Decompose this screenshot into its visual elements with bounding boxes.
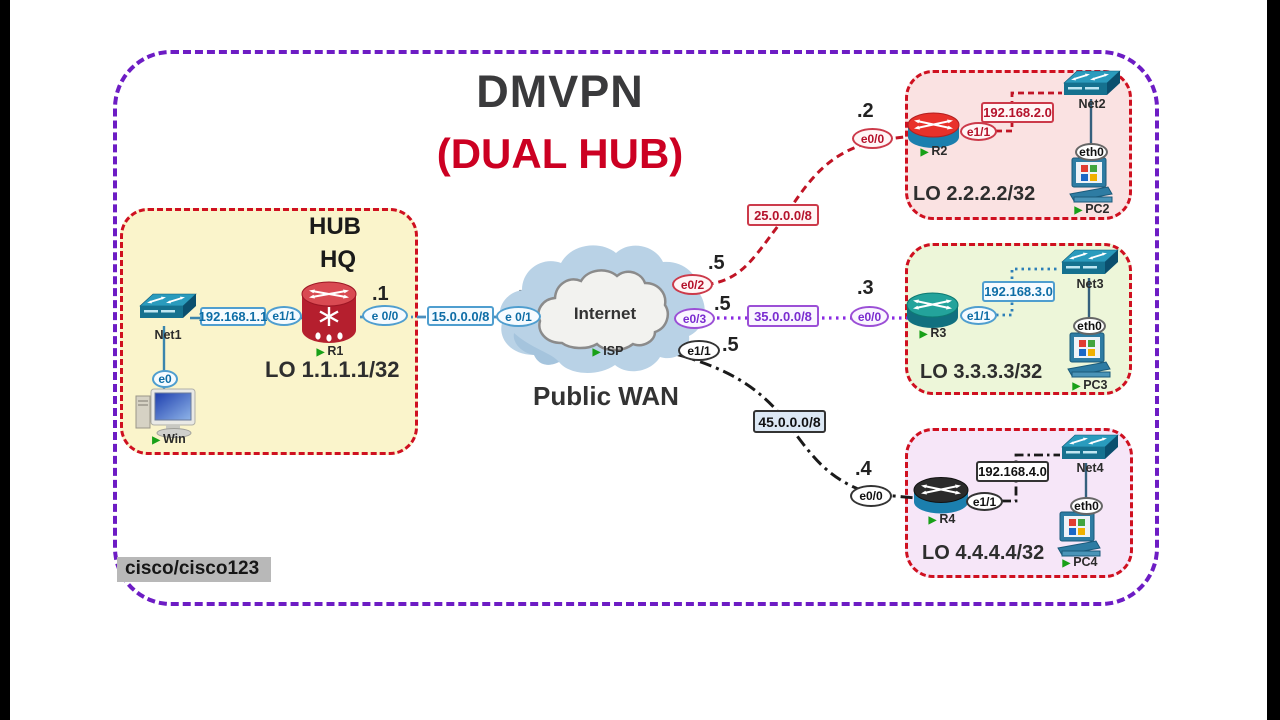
pc4-port-eth0: eth0 [1070, 497, 1103, 515]
isp-octet-r2: .5 [708, 252, 725, 274]
net1-label: Net1 [154, 328, 182, 342]
play-icon: ▶ [316, 347, 325, 358]
pc2-label: ▶PC2 [1074, 202, 1110, 216]
page-subtitle: (DUAL HUB) [436, 130, 684, 177]
right-edge-bar [1267, 0, 1280, 720]
isp-label: ▶ISP [592, 344, 624, 358]
switch-icon [1061, 249, 1119, 274]
r1-loopback-label: LO 1.1.1.1/32 [265, 357, 400, 382]
r2-wan-octet: .2 [857, 100, 874, 122]
transit-net-45-label: 45.0.0.0/8 [753, 410, 826, 433]
internet-cloud-icon [499, 245, 705, 373]
transit-net-25-label: 25.0.0.0/8 [747, 204, 819, 226]
page-title: DMVPN [476, 66, 644, 117]
play-icon: ▶ [1074, 205, 1083, 216]
play-icon: ▶ [1062, 558, 1071, 569]
pc3-port-eth0: eth0 [1073, 317, 1106, 335]
r4-port-e1-1: e1/1 [966, 492, 1003, 511]
isp-octet-r4: .5 [722, 334, 739, 356]
r1-port-e0-0: e 0/0 [362, 305, 408, 326]
r3-wan-octet: .3 [857, 277, 874, 299]
internet-label: Internet [573, 304, 637, 323]
r2-label: ▶R2 [920, 144, 948, 158]
play-icon: ▶ [152, 435, 160, 446]
pc2-port-eth0: eth0 [1075, 143, 1108, 161]
credentials-label: cisco/cisco123 [117, 557, 272, 582]
play-icon: ▶ [928, 515, 937, 526]
r3-loopback-label: LO 3.3.3.3/32 [920, 361, 1043, 383]
hub-heading-1: HUB [309, 213, 361, 240]
r4-loopback-label: LO 4.4.4.4/32 [922, 542, 1045, 564]
net3-label: Net3 [1076, 277, 1104, 291]
play-icon: ▶ [1072, 381, 1081, 392]
win-port-e0: e0 [152, 370, 178, 388]
public-wan-caption: Public WAN [533, 381, 679, 411]
isp-port-e1-1: e1/1 [678, 340, 720, 361]
isp-port-e0-1: e 0/1 [496, 306, 541, 327]
r4-port-e0-0: e0/0 [850, 485, 892, 507]
r1-port-e1-1: e1/1 [266, 306, 302, 326]
isp-octet-r3: .5 [714, 293, 731, 315]
transit-net-15-label: 15.0.0.0/8 [427, 306, 494, 326]
play-icon: ▶ [592, 347, 601, 358]
r3-port-e1-1: e1/1 [960, 306, 997, 325]
pc4-label: ▶PC4 [1062, 555, 1098, 569]
pc3-label: ▶PC3 [1072, 378, 1108, 392]
windows-pc-icon [135, 388, 196, 438]
win-label: ▶Win [152, 432, 186, 446]
r2-loopback-label: LO 2.2.2.2/32 [913, 183, 1036, 205]
r2-port-e0-0: e0/0 [852, 128, 893, 149]
router-icon [906, 292, 959, 328]
link-r4-net4 [1002, 453, 1060, 503]
hub-lan-ip-label: 192.168.1.1 [198, 307, 268, 326]
hub-router-icon [301, 281, 357, 343]
spoke3-lan-net-label: 192.168.3.0 [982, 281, 1055, 302]
net4-label: Net4 [1076, 461, 1104, 475]
play-icon: ▶ [920, 147, 929, 158]
spoke2-lan-net-label: 192.168.2.0 [981, 102, 1054, 123]
switch-icon [139, 293, 197, 318]
pc-icon [1057, 511, 1101, 557]
r2-port-e1-1: e1/1 [960, 122, 997, 141]
net2-label: Net2 [1078, 97, 1106, 111]
left-edge-bar [0, 0, 10, 720]
spoke4-lan-net-label: 192.168.4.0 [976, 461, 1049, 482]
topology-boundary [113, 50, 1159, 606]
switch-icon [1063, 70, 1121, 95]
link-cloud-r4 [651, 346, 917, 500]
isp-port-e0-2: e0/2 [672, 274, 713, 295]
router-icon [913, 477, 969, 514]
isp-port-e0-3: e0/3 [674, 308, 715, 329]
r3-port-e0-0: e0/0 [850, 306, 889, 327]
pc-icon [1069, 157, 1113, 203]
router-icon [907, 112, 960, 148]
play-icon: ▶ [919, 329, 928, 340]
switch-icon [1061, 434, 1119, 459]
r4-label: ▶R4 [928, 512, 956, 526]
transit-net-35-label: 35.0.0.0/8 [747, 305, 819, 327]
r1-wan-octet: .1 [372, 283, 389, 305]
r4-wan-octet: .4 [855, 458, 872, 480]
hub-heading-2: HQ [320, 246, 356, 273]
r1-label: ▶R1 [316, 344, 344, 358]
pc-icon [1067, 332, 1111, 378]
r3-label: ▶R3 [919, 326, 947, 340]
